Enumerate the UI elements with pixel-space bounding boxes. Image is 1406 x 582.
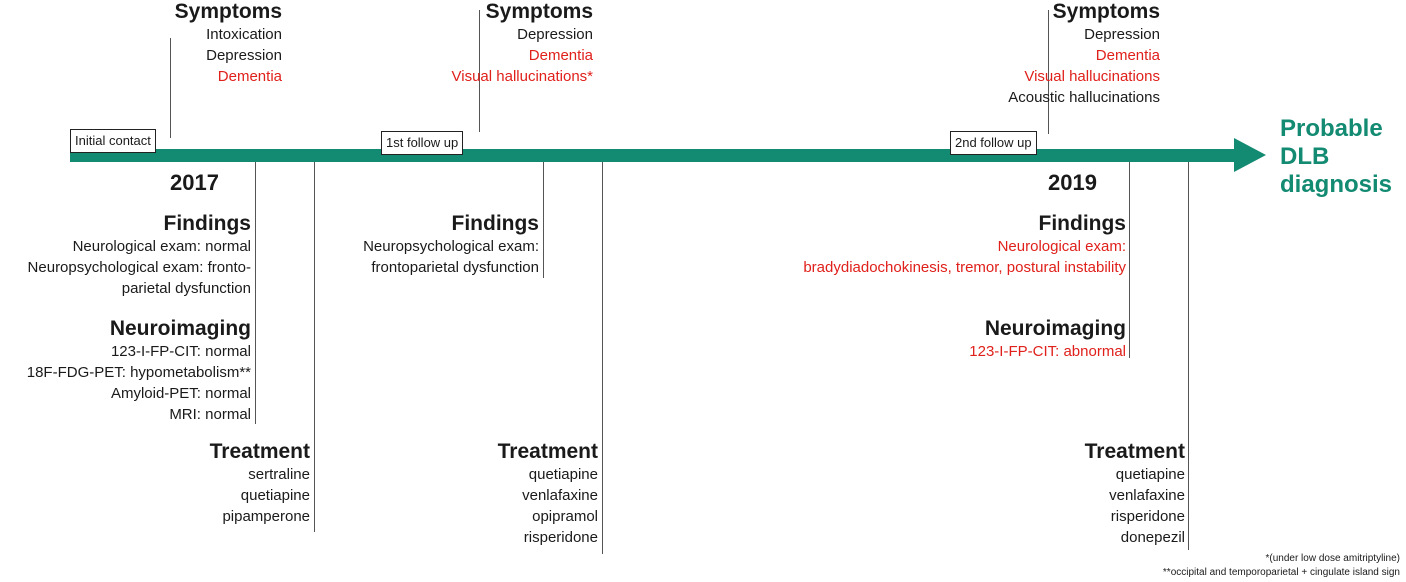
neuroimaging-heading: Neuroimaging <box>109 317 251 340</box>
symptom-item: Intoxication <box>206 26 282 43</box>
followup2-findings-block: Findings Neurological exam: bradydiadoch… <box>803 212 1126 278</box>
initial-treatment-block: Treatment sertraline quetiapine pipamper… <box>210 440 310 527</box>
timeline-arrow <box>70 149 1238 162</box>
treatment-item: quetiapine <box>240 487 310 504</box>
symptom-item-new: Dementia <box>528 47 593 64</box>
finding-item: frontoparietal dysfunction <box>371 259 539 276</box>
neuroimaging-item: 18F-FDG-PET: hypometabolism** <box>26 364 251 381</box>
neuroimaging-item-new: 123-I-FP-CIT: abnormal <box>969 343 1126 360</box>
visit-box-initial-contact: Initial contact <box>70 129 156 153</box>
followup1-findings-block: Findings Neuropsychological exam: fronto… <box>363 212 539 278</box>
treatment-item: quetiapine <box>528 466 598 483</box>
connector-followup1-symptoms <box>479 10 480 132</box>
symptoms-heading: Symptoms <box>485 0 593 23</box>
year-label: 2017 <box>170 170 219 195</box>
symptoms-heading: Symptoms <box>174 0 282 23</box>
symptom-item-new: Visual hallucinations* <box>451 68 593 85</box>
findings-heading: Findings <box>1038 212 1127 235</box>
diagnosis-line: DLB <box>1280 143 1330 170</box>
connector-initial-findings <box>255 162 256 424</box>
followup1-symptoms-block: Symptoms Depression Dementia Visual hall… <box>452 0 593 87</box>
treatment-item: quetiapine <box>1115 466 1185 483</box>
connector-followup2-treatment <box>1188 162 1189 550</box>
year-label: 2019 <box>1048 170 1097 195</box>
symptom-item: Depression <box>206 47 282 64</box>
connector-initial-symptoms <box>170 38 171 138</box>
initial-neuroimaging-block: Neuroimaging 123-I-FP-CIT: normal 18F-FD… <box>27 317 251 425</box>
footnote: *(under low dose amitriptyline) <box>1265 553 1400 564</box>
finding-item: Neuropsychological exam: fronto- <box>27 259 251 276</box>
connector-followup2-symptoms <box>1048 10 1049 134</box>
followup2-neuroimaging-block: Neuroimaging 123-I-FP-CIT: abnormal <box>969 317 1126 362</box>
neuroimaging-item: Amyloid-PET: normal <box>110 385 251 402</box>
footnote: **occipital and temporoparietal + cingul… <box>1162 567 1400 578</box>
findings-heading: Findings <box>451 212 540 235</box>
findings-heading: Findings <box>163 212 252 235</box>
symptom-item: Depression <box>517 26 593 43</box>
followup2-symptoms-block: Symptoms Depression Dementia Visual hall… <box>1008 0 1160 108</box>
treatment-item: sertraline <box>248 466 310 483</box>
connector-followup1-treatment <box>602 162 603 554</box>
connector-followup2-findings <box>1129 162 1130 358</box>
treatment-heading: Treatment <box>209 440 310 463</box>
initial-findings-block: Findings Neurological exam: normal Neuro… <box>28 212 251 299</box>
neuroimaging-item: MRI: normal <box>169 406 251 423</box>
treatment-item: donepezil <box>1120 529 1185 546</box>
treatment-item: risperidone <box>523 529 598 546</box>
symptoms-heading: Symptoms <box>1052 0 1160 23</box>
symptom-item: Depression <box>1084 26 1160 43</box>
symptom-item-new: Dementia <box>217 68 282 85</box>
treatment-item: pipamperone <box>222 508 310 525</box>
followup2-treatment-block: Treatment quetiapine venlafaxine risperi… <box>1085 440 1185 548</box>
finding-item-new: Neurological exam: <box>997 238 1126 255</box>
symptom-item-new: Visual hallucinations <box>1024 68 1160 85</box>
symptom-item: Acoustic hallucinations <box>1008 89 1160 106</box>
treatment-item: venlafaxine <box>1109 487 1185 504</box>
initial-symptoms-block: Symptoms Intoxication Depression Dementi… <box>175 0 282 87</box>
treatment-item: opipramol <box>532 508 598 525</box>
finding-item: Neurological exam: normal <box>72 238 251 255</box>
treatment-item: venlafaxine <box>522 487 598 504</box>
treatment-heading: Treatment <box>1084 440 1185 463</box>
neuroimaging-heading: Neuroimaging <box>984 317 1126 340</box>
diagnosis-label: Probable DLB diagnosis <box>1280 115 1392 199</box>
followup1-treatment-block: Treatment quetiapine venlafaxine opipram… <box>498 440 598 548</box>
neuroimaging-item: 123-I-FP-CIT: normal <box>110 343 251 360</box>
connector-followup1-findings <box>543 162 544 278</box>
treatment-item: risperidone <box>1110 508 1185 525</box>
connector-initial-treatment <box>314 162 315 532</box>
visit-box-2nd-follow-up: 2nd follow up <box>950 131 1037 155</box>
treatment-heading: Treatment <box>497 440 598 463</box>
visit-box-1st-follow-up: 1st follow up <box>381 131 464 155</box>
symptom-item-new: Dementia <box>1095 47 1160 64</box>
finding-item-new: bradydiadochokinesis, tremor, postural i… <box>803 259 1126 276</box>
diagnosis-line: diagnosis <box>1280 171 1393 198</box>
diagnosis-line: Probable <box>1280 115 1383 142</box>
finding-item: Neuropsychological exam: <box>363 238 539 255</box>
timeline-arrowhead <box>1234 138 1266 172</box>
finding-item: parietal dysfunction <box>121 280 251 297</box>
